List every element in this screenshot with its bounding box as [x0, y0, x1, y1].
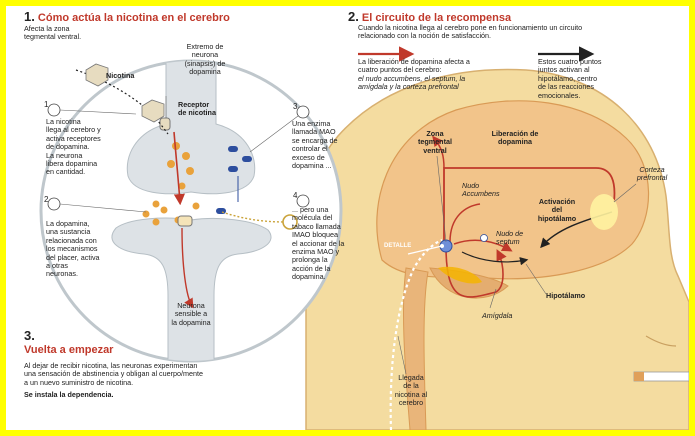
legend-red-plain: La liberación de dopamina afecta a cuatr…: [358, 57, 470, 75]
legend-red-text: La liberación de dopamina afecta a cuatr…: [358, 57, 470, 92]
red-circuit-lower: [445, 245, 507, 298]
dopamine-molecules: [142, 142, 200, 226]
step3-number: 3: [293, 102, 298, 111]
label-nicotina: Nicotina: [106, 71, 135, 80]
prefrontal-glow: [590, 194, 618, 230]
label-amigdala: Amígdala: [482, 311, 513, 320]
section3-body: Al dejar de recibir nicotina, las neuron…: [24, 361, 204, 387]
step4-number: 4: [293, 191, 298, 200]
section1-title: Cómo actúa la nicotina en el cerebro: [37, 12, 230, 24]
section3-heading-number: 3.: [24, 328, 35, 343]
step1-text: La nicotina llega al cerebro y activa re…: [46, 117, 101, 177]
section2-title: El circuito de la recompensa: [361, 12, 512, 24]
section1-subtitle: Afecta la zona tegmental ventral.: [24, 24, 82, 42]
brain-stem: [402, 267, 429, 430]
section3-bold: Se instala la dependencia.: [24, 390, 114, 399]
step2-number: 2: [44, 195, 49, 204]
nicotine-receptor: [159, 117, 171, 131]
label-extremo-neurona: Extremo de neurona (sinapsis) de dopamin…: [184, 42, 226, 77]
section3-title: Vuelta a empezar: [24, 344, 114, 356]
mao-enzymes: [216, 146, 252, 214]
legend-red-italic: el nudo accumbens, el septum, la amígdal…: [358, 73, 466, 92]
label-receptor: Receptor de nicotina: [178, 100, 216, 118]
step2-text: La dopamina, una sustancia relacionada c…: [46, 219, 100, 279]
section2-heading: 2. El circuito de la recompensa: [348, 9, 511, 24]
step3-text: Una enzima llamada MAO se encarga de con…: [292, 119, 338, 171]
label-activacion: Activación del hipotálamo: [537, 197, 577, 223]
label-nudo-accumbens: Nudo Accumbens: [462, 181, 500, 199]
label-detalle: DETALLE: [384, 243, 412, 249]
imao-molecule: [282, 214, 298, 230]
nicotine-molecule: [85, 63, 109, 87]
section2-intro: Cuando la nicotina llega al cerebro pone…: [358, 23, 583, 41]
amygdala-blob: [438, 266, 482, 284]
label-liberacion: Liberación de dopamina: [491, 129, 539, 147]
label-llegada: Llegada de la nicotina al cerebro: [394, 373, 428, 408]
label-corteza: Corteza prefrontal: [636, 165, 668, 183]
cigarette-filter: [634, 372, 644, 381]
section3-number: 3.: [24, 328, 35, 343]
section2-number: 2.: [348, 9, 359, 24]
step1-number: 1: [44, 100, 49, 109]
septum-spot: [480, 234, 488, 242]
label-neurona-sensible: Neurona sensible a la dopamina: [171, 301, 211, 327]
step4-text: ... pero una molécula del tabaco llamada…: [292, 205, 345, 282]
label-hipotalamo: Hipotálamo: [546, 291, 586, 300]
black-arrow-2: [461, 251, 529, 266]
diagram-frame: 1. Cómo actúa la nicotina en el cerebro …: [6, 6, 689, 430]
label-zona-tegmental: Zona tegmental ventral: [418, 129, 452, 155]
red-circuit: [443, 167, 616, 242]
postsynaptic-receptor: [177, 215, 193, 227]
label-nudo-septum: Nudo de septum: [496, 229, 524, 247]
section1-heading: 1. Cómo actúa la nicotina en el cerebro: [24, 9, 230, 24]
presynaptic-terminal: [126, 61, 256, 195]
mouth-line: [645, 335, 677, 347]
diagram-artwork: [39, 46, 689, 430]
section1-number: 1.: [24, 9, 35, 24]
legend-black-text: Estos cuatro puntos juntos activan al hi…: [538, 57, 602, 100]
